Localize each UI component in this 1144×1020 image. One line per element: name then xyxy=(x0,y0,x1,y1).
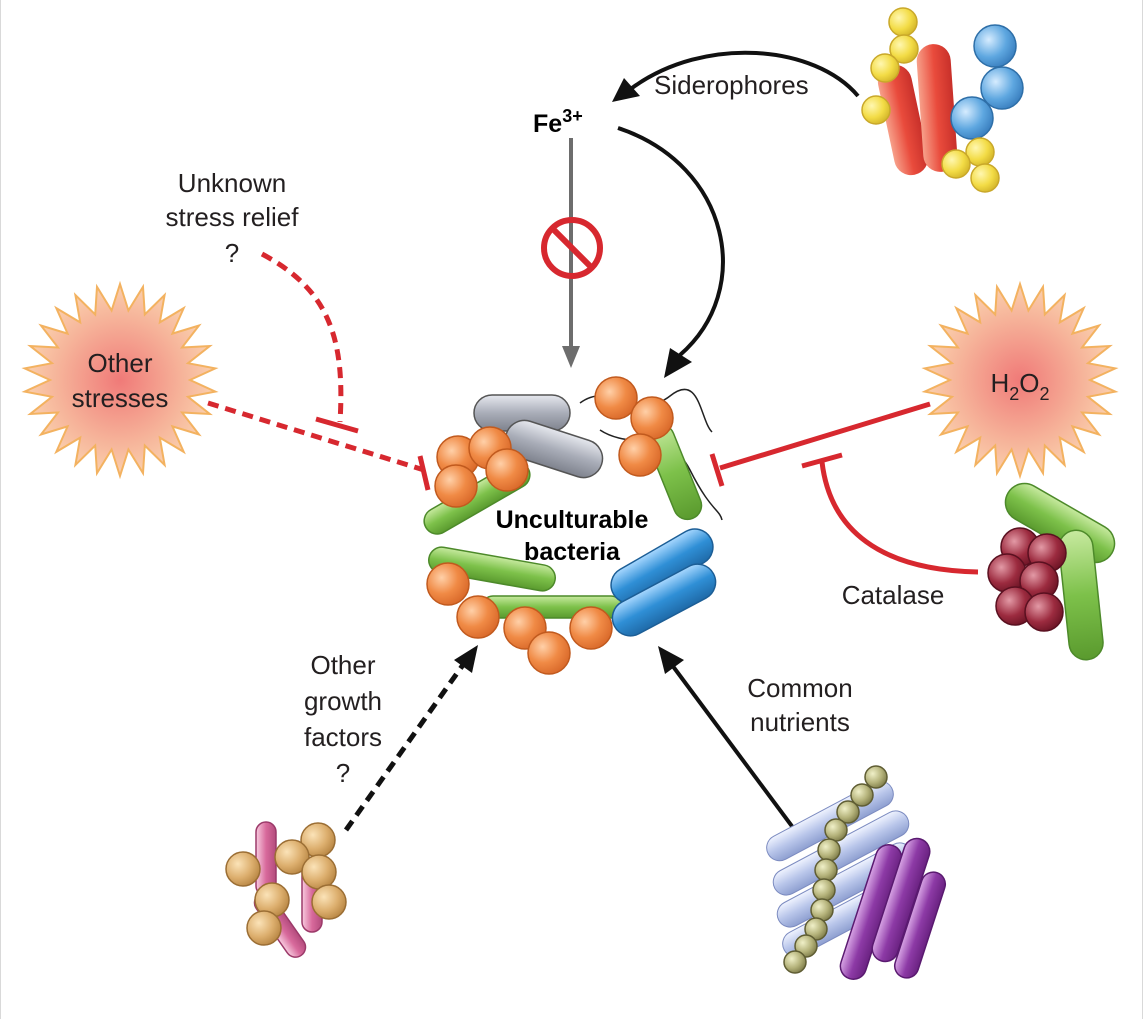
stress-relief-inhibition-line xyxy=(260,251,344,423)
siderophores-label: Siderophores xyxy=(654,70,809,100)
no-entry-icon xyxy=(541,217,603,279)
growth-factors-question: ? xyxy=(336,758,350,788)
nutrients-arrow xyxy=(670,663,799,835)
catalase-inhibition-line xyxy=(819,461,979,575)
olive-coccus xyxy=(836,800,860,824)
growth-factors-label-line2: growth xyxy=(304,686,382,716)
other-stresses-label-line2: stresses xyxy=(72,383,169,413)
olive-coccus xyxy=(794,934,818,958)
stress-relief-label-line2: stress relief xyxy=(166,202,300,232)
h2o2-h: H xyxy=(990,368,1009,398)
h2o2-inhibition-line xyxy=(719,401,931,471)
fe-charge-text: 3+ xyxy=(562,106,583,126)
h2o2-inhibition-bar xyxy=(709,453,725,487)
catalase-producer-cluster xyxy=(987,482,1116,661)
siderophore-producer-cluster xyxy=(861,7,1024,193)
other-stresses-inhibition-line xyxy=(207,400,425,473)
fe-to-bacteria-arrow xyxy=(617,126,725,357)
stress-relief-label-line1: Unknown xyxy=(178,168,286,198)
olive-coccus xyxy=(824,818,848,842)
siderophores-to-fe-arrow xyxy=(630,50,860,98)
nutrient-producer-cluster xyxy=(766,765,947,980)
siderophores-arrowhead xyxy=(612,78,640,102)
olive-coccus xyxy=(783,950,807,974)
growth-factors-arrowhead xyxy=(454,645,478,673)
other-stresses-starburst xyxy=(21,280,219,480)
other-stresses-inhibition-bar xyxy=(417,455,431,491)
stress-relief-question: ? xyxy=(225,238,239,268)
unculturable-bacteria-cluster xyxy=(423,376,723,675)
olive-coccus xyxy=(817,838,841,862)
h2o2-o: O xyxy=(1019,368,1039,398)
other-stresses-label-line1: Other xyxy=(87,348,152,378)
growth-factors-label-line1: Other xyxy=(310,650,375,680)
growth-factors-arrow xyxy=(343,660,468,832)
connector-layer xyxy=(207,50,979,835)
h2o2-label: H2O2 xyxy=(990,368,1049,404)
growth-factors-label-line3: factors xyxy=(304,722,382,752)
olive-coccus xyxy=(814,858,838,882)
growth-factor-producer-cluster xyxy=(225,821,347,958)
nutrients-arrowhead xyxy=(658,646,684,674)
fe-to-bacteria-arrowhead xyxy=(664,348,692,378)
olive-coccus xyxy=(864,765,888,789)
olive-coccus xyxy=(812,878,836,902)
fe3-label: Fe3+ xyxy=(533,106,583,138)
olive-coccus xyxy=(850,783,874,807)
nutrients-label-line1: Common xyxy=(747,673,852,703)
center-label-line2: bacteria xyxy=(524,538,621,566)
h2o2-starburst xyxy=(921,280,1119,480)
h2o2-sub2: 2 xyxy=(1040,384,1050,404)
fe-base-text: Fe xyxy=(533,110,562,138)
catalase-label: Catalase xyxy=(842,580,945,610)
fe-blocked-arrowhead xyxy=(562,346,580,368)
center-label-line1: Unculturable xyxy=(496,506,649,534)
stress-relief-inhibition-bar xyxy=(315,416,359,434)
h2o2-sub1: 2 xyxy=(1009,384,1019,404)
nutrients-label-line2: nutrients xyxy=(750,707,850,737)
catalase-inhibition-bar xyxy=(801,452,843,469)
